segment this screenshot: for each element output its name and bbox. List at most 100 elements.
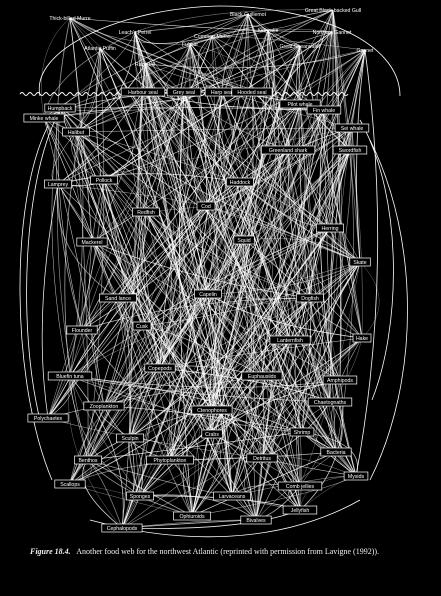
food-web-link bbox=[81, 181, 241, 331]
node-label: Mysids bbox=[348, 474, 365, 480]
node-label: Minke whale bbox=[30, 116, 59, 122]
food-web-link bbox=[218, 91, 245, 241]
node-label: Kittiwake bbox=[258, 28, 279, 34]
food-web-link bbox=[141, 325, 263, 459]
food-web-link bbox=[243, 29, 269, 241]
food-web-link bbox=[134, 31, 209, 295]
node-label: Benthos bbox=[78, 458, 97, 464]
food-web-link bbox=[87, 459, 193, 517]
food-web-link bbox=[182, 91, 209, 295]
node-box bbox=[231, 87, 273, 97]
food-web-link bbox=[117, 149, 289, 299]
node-label: Ophiuroids bbox=[179, 514, 204, 520]
food-web-link bbox=[359, 119, 394, 401]
food-web-node: Redfish bbox=[132, 207, 160, 217]
food-web-link bbox=[88, 179, 105, 407]
node-label: Sculpin bbox=[121, 436, 138, 442]
node-box bbox=[194, 289, 222, 299]
food-web-link bbox=[159, 367, 199, 517]
food-web-link bbox=[87, 459, 301, 511]
food-web-link bbox=[43, 117, 213, 411]
node-label: Cephalopods bbox=[107, 526, 138, 532]
food-web-node: Copepods bbox=[144, 363, 176, 373]
food-web-node: Polychaetes bbox=[27, 413, 69, 423]
food-web-node: Pollock bbox=[90, 175, 118, 185]
food-web-link bbox=[69, 17, 93, 243]
food-web-node: Squid bbox=[233, 235, 255, 245]
food-web-link bbox=[38, 5, 401, 97]
food-web-node: Cusk bbox=[132, 321, 152, 331]
food-web-node: Kittiwake bbox=[258, 28, 279, 34]
food-web-link bbox=[75, 131, 341, 381]
food-web-link bbox=[75, 127, 353, 133]
food-web-node: Atlantic Puffin bbox=[84, 46, 116, 52]
food-web-node: Chaetognaths bbox=[307, 397, 353, 407]
node-label: Lanternfish bbox=[277, 338, 303, 344]
food-web-link bbox=[139, 337, 363, 497]
food-web-link bbox=[243, 127, 353, 241]
food-web-link bbox=[75, 131, 331, 229]
node-box bbox=[233, 235, 255, 245]
figure-caption-text: Another food web for the northwest Atlan… bbox=[76, 547, 380, 556]
node-label: Euphausiids bbox=[248, 374, 277, 380]
food-web-link bbox=[297, 45, 351, 151]
food-web-node: Capelin bbox=[194, 289, 222, 299]
food-web-link bbox=[239, 29, 275, 183]
node-label: Mackerel bbox=[81, 240, 102, 246]
food-web-link bbox=[57, 107, 83, 331]
node-label: Phytoplankton bbox=[154, 458, 187, 464]
food-web-link bbox=[207, 293, 301, 487]
node-box bbox=[306, 105, 342, 115]
food-web-link bbox=[231, 261, 361, 497]
food-web-node: Detritus bbox=[246, 453, 278, 463]
node-box bbox=[307, 397, 353, 407]
node-box bbox=[201, 429, 223, 439]
food-web-link bbox=[332, 9, 361, 263]
food-web-link bbox=[69, 13, 249, 377]
node-box bbox=[334, 123, 370, 133]
node-box bbox=[352, 333, 372, 343]
node-box bbox=[54, 479, 86, 489]
figure-caption: Figure 18.4. Another food web for the no… bbox=[30, 546, 430, 557]
node-box bbox=[66, 325, 98, 335]
food-web-link bbox=[75, 47, 101, 133]
food-web-link bbox=[129, 181, 241, 439]
food-web-node: Mackerel bbox=[76, 237, 108, 247]
food-web-link bbox=[75, 131, 301, 511]
food-web-link bbox=[59, 107, 325, 111]
food-web-link bbox=[243, 239, 265, 521]
node-label: Halibut bbox=[68, 130, 85, 136]
node-box bbox=[47, 371, 93, 381]
food-web-link bbox=[75, 131, 161, 369]
food-web-node: Great Black-backed Gull bbox=[305, 8, 361, 14]
food-web-link bbox=[99, 47, 357, 477]
food-web-link bbox=[211, 297, 311, 435]
food-web-link bbox=[57, 183, 89, 461]
node-box bbox=[332, 145, 368, 155]
food-web-node: Sand lance bbox=[99, 293, 137, 303]
food-web-link bbox=[183, 91, 301, 511]
node-box bbox=[322, 375, 358, 385]
food-web-link bbox=[103, 179, 193, 517]
node-box bbox=[74, 455, 102, 465]
food-web-link bbox=[74, 131, 93, 243]
food-web-link bbox=[189, 43, 291, 341]
node-label: Thick-billed Murre bbox=[49, 16, 90, 22]
node-box bbox=[90, 175, 118, 185]
node-box bbox=[196, 201, 216, 211]
food-web-node: Cod bbox=[196, 201, 216, 211]
food-web-link bbox=[251, 91, 311, 299]
food-web-node: Hake bbox=[352, 333, 372, 343]
food-web-node: Dogfish bbox=[296, 293, 324, 303]
food-web-link bbox=[129, 63, 146, 439]
food-web-link bbox=[207, 91, 253, 295]
food-web-link bbox=[359, 261, 380, 339]
food-web-node: Minke whale bbox=[23, 113, 65, 123]
food-web-link bbox=[103, 179, 131, 529]
node-label: Harp seal bbox=[211, 90, 233, 96]
node-box bbox=[289, 427, 315, 437]
node-label: Great Black-backed Gull bbox=[305, 8, 361, 14]
food-web-link bbox=[41, 17, 71, 119]
node-label: Amphipods bbox=[327, 378, 353, 384]
food-web-node: Fulmar bbox=[182, 42, 198, 48]
